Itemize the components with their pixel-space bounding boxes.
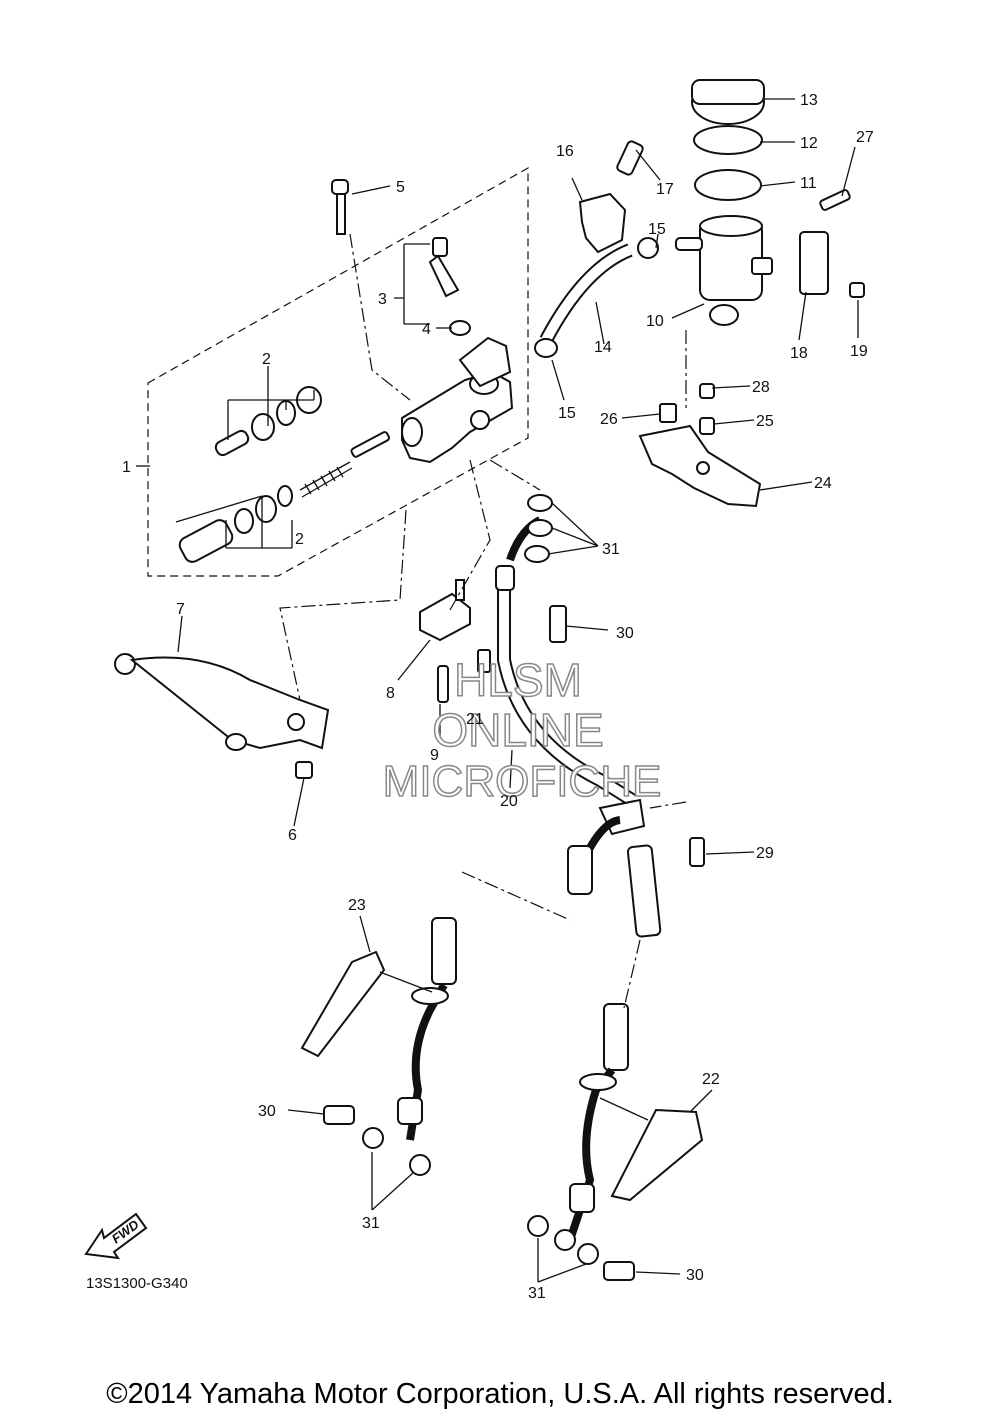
- svg-text:ONLINE: ONLINE: [432, 704, 603, 756]
- callout-27: 27: [856, 129, 874, 146]
- brake-hose-right: [566, 844, 662, 1242]
- drawing-code: 13S1300-G340: [86, 1275, 188, 1292]
- callout-22: 22: [702, 1071, 720, 1088]
- callout-29: 29: [756, 845, 774, 862]
- callout-7: 7: [176, 601, 185, 618]
- assembly-lines: [279, 233, 687, 1009]
- gaskets-31-upper: [524, 494, 553, 563]
- callout-30c: 30: [686, 1267, 704, 1284]
- brake-hose-left: [397, 816, 621, 1141]
- callout-3: 3: [378, 291, 387, 308]
- callout-31b: 31: [362, 1215, 380, 1232]
- callout-24: 24: [814, 475, 832, 492]
- master-cylinder-kit-parts: [178, 386, 390, 563]
- banjo-bolt-3: [428, 237, 471, 336]
- brake-lever-7: [114, 653, 330, 779]
- callout-12: 12: [800, 135, 818, 152]
- callout-16: 16: [556, 143, 574, 160]
- callout-31c: 31: [528, 1285, 546, 1302]
- callout-25: 25: [756, 413, 774, 430]
- copyright-notice: ©2014 Yamaha Motor Corporation, U.S.A. A…: [106, 1378, 894, 1410]
- brake-hose-20: [477, 516, 705, 867]
- callout-1: 1: [122, 459, 131, 476]
- callout-5: 5: [396, 179, 405, 196]
- callout-labels: 1 2 2 3 4 5 6 7 8 9 10 11 12 13 14 15 15…: [122, 92, 874, 1302]
- callout-19: 19: [850, 343, 868, 360]
- master-cylinder-body: [401, 336, 514, 464]
- callout-2b: 2: [295, 531, 304, 548]
- master-cylinder-kit-outline: [147, 166, 529, 577]
- callout-11: 11: [800, 175, 817, 192]
- callout-20: 20: [500, 793, 518, 810]
- callout-18: 18: [790, 345, 808, 362]
- leader-lines: [136, 98, 859, 1283]
- callout-15: 15: [648, 221, 666, 238]
- reservoir-hose-14: [534, 237, 659, 358]
- fwd-arrow: FWD: [84, 1212, 148, 1260]
- callout-2: 2: [262, 351, 271, 368]
- callout-6: 6: [288, 827, 297, 844]
- callout-13: 13: [800, 92, 818, 109]
- reservoir-assembly: [675, 79, 865, 326]
- svg-text:HLSM: HLSM: [454, 654, 582, 706]
- callout-28: 28: [752, 379, 770, 396]
- callout-26: 26: [600, 411, 618, 428]
- lower-fasteners: [323, 1105, 635, 1281]
- brake-switch-8: [419, 579, 471, 703]
- callout-30b: 30: [258, 1103, 276, 1120]
- callout-23: 23: [348, 897, 366, 914]
- callout-8: 8: [386, 685, 395, 702]
- watermark: HLSM ONLINE MICROFICHE: [382, 653, 662, 807]
- bolt-5: [331, 179, 349, 235]
- callout-21: 21: [466, 711, 484, 728]
- callout-9: 9: [430, 747, 439, 764]
- hose-guide-22: [610, 1108, 704, 1202]
- holder-16: [578, 140, 644, 254]
- callout-17: 17: [656, 181, 674, 198]
- callout-10: 10: [646, 313, 664, 330]
- callout-31: 31: [602, 541, 620, 558]
- callout-15b: 15: [558, 405, 576, 422]
- callout-30: 30: [616, 625, 634, 642]
- callout-4: 4: [422, 321, 431, 338]
- hose-guide-23: [300, 950, 386, 1058]
- svg-text:MICROFICHE: MICROFICHE: [383, 757, 662, 806]
- bracket-24: [638, 383, 762, 508]
- callout-14: 14: [594, 339, 612, 356]
